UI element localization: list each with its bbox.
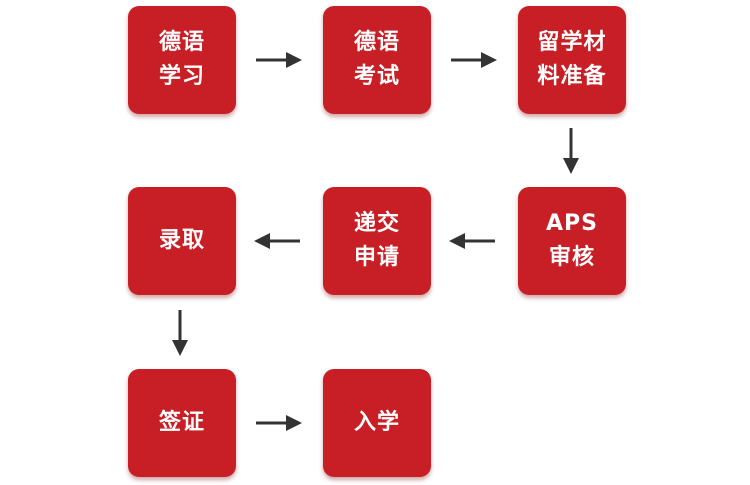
step-german-study: 德语 学习 xyxy=(128,6,236,114)
step-label: 留学材 料准备 xyxy=(537,30,607,89)
step-label: 录取 xyxy=(158,228,205,253)
step-label: 德语 考试 xyxy=(353,30,400,89)
step-aps-review: APS 审核 xyxy=(518,187,626,295)
arrow-right-icon xyxy=(256,415,302,431)
step-document-preparation: 留学材 料准备 xyxy=(518,6,626,114)
step-german-exam: 德语 考试 xyxy=(323,6,431,114)
arrow-down-icon xyxy=(172,310,188,356)
step-visa: 签证 xyxy=(128,369,236,477)
arrow-down-icon xyxy=(563,128,579,174)
step-enrollment: 入学 xyxy=(323,369,431,477)
arrow-right-icon xyxy=(451,52,497,68)
step-admission: 录取 xyxy=(128,187,236,295)
step-submit-application: 递交 申请 xyxy=(323,187,431,295)
arrow-left-icon xyxy=(254,233,300,249)
step-label: 德语 学习 xyxy=(158,30,205,89)
step-label: 递交 申请 xyxy=(353,211,400,270)
arrow-right-icon xyxy=(256,52,302,68)
step-label: 入学 xyxy=(353,410,400,435)
step-label: 签证 xyxy=(158,410,205,435)
arrow-left-icon xyxy=(449,233,495,249)
step-label: APS 审核 xyxy=(546,211,598,270)
